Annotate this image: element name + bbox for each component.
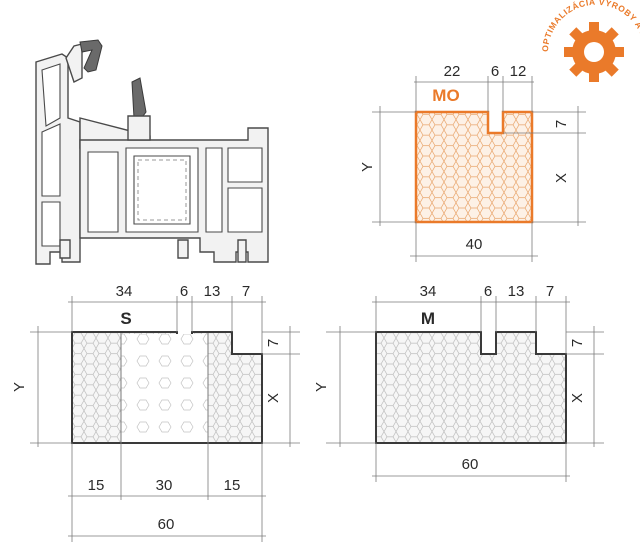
window-profile-section — [35, 39, 269, 265]
s-dim-13: 13 — [204, 283, 221, 300]
s-dim-6: 6 — [180, 283, 188, 300]
mo-dim-y: Y — [359, 162, 376, 172]
m-dim-y: Y — [313, 382, 330, 392]
m-dim-6: 6 — [484, 283, 492, 300]
mo-dim-6: 6 — [491, 63, 499, 80]
s-dim-34: 34 — [116, 283, 133, 300]
mo-dim-22: 22 — [444, 63, 461, 80]
s-dim-15a: 15 — [88, 477, 105, 494]
mo-dim-x: X — [553, 173, 570, 183]
m-dim-7: 7 — [546, 283, 554, 300]
s-dim-x: X — [265, 393, 282, 403]
profile-m: M 34 6 13 7 7 X Y 60 — [313, 283, 604, 482]
m-dim-notch: 7 — [569, 339, 586, 347]
s-dim-30: 30 — [156, 477, 173, 494]
s-dim-15b: 15 — [224, 477, 241, 494]
m-shape — [375, 331, 567, 444]
m-dim-60: 60 — [462, 456, 479, 473]
m-label: M — [421, 309, 435, 328]
profile-mo: MO 22 6 12 7 X Y 40 — [359, 63, 586, 262]
s-dim-y: Y — [11, 382, 28, 392]
optimization-badge: OPTIMALIZÁCIA VÝROBY A PROFILU — [540, 0, 640, 82]
mo-shape — [414, 110, 534, 224]
mo-label: MO — [432, 86, 459, 105]
m-dim-x: X — [569, 393, 586, 403]
gear-icon — [564, 22, 624, 82]
mo-dim-7: 7 — [553, 120, 570, 128]
s-label: S — [120, 309, 131, 328]
mo-dim-12: 12 — [510, 63, 527, 80]
s-dim-60: 60 — [158, 516, 175, 533]
mo-dim-40: 40 — [466, 236, 483, 253]
s-dim-7: 7 — [242, 283, 250, 300]
m-dim-34: 34 — [420, 283, 437, 300]
s-dim-notch: 7 — [265, 339, 282, 347]
m-dim-13: 13 — [508, 283, 525, 300]
profile-s: S 34 6 13 7 7 X Y 15 30 15 60 — [11, 283, 300, 542]
